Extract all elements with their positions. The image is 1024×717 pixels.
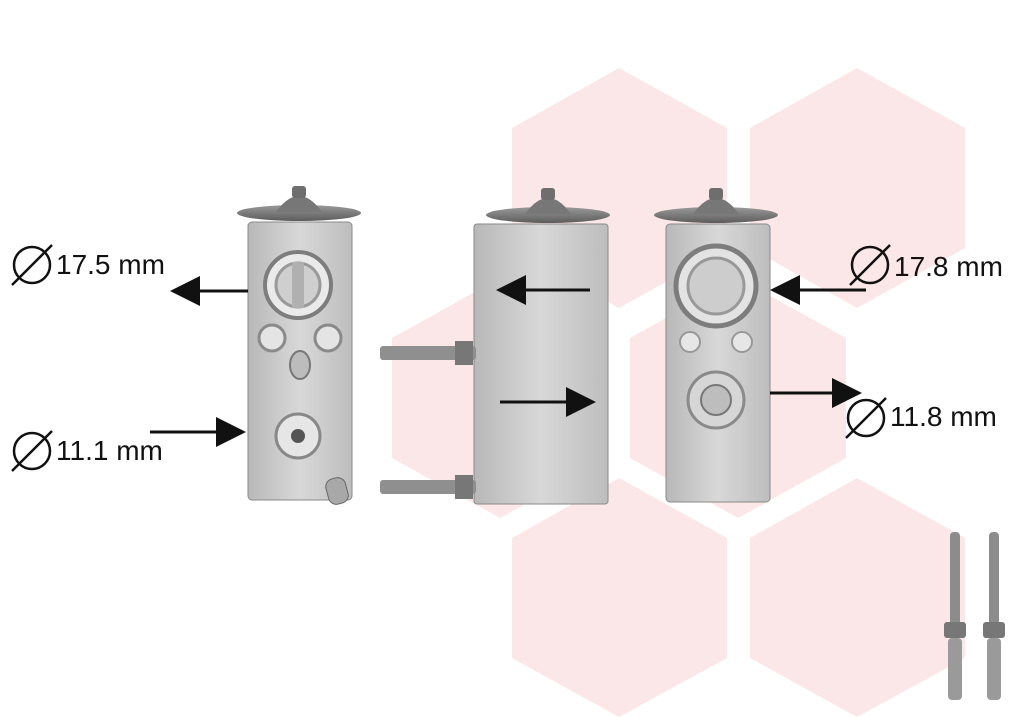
screws	[944, 532, 1005, 700]
diameter-symbol-icon	[11, 244, 53, 286]
diameter-symbol-icon	[849, 244, 891, 286]
valve-side-view	[380, 188, 610, 505]
dimension-label-left-top: 17.5 mm	[56, 249, 165, 280]
dimension-label-right-top: 17.8 mm	[894, 251, 1003, 282]
diameter-symbol-icon	[11, 430, 53, 472]
diameter-symbol-icon	[845, 397, 887, 439]
dimension-label-left-bottom: 11.1 mm	[56, 435, 163, 466]
dimension-label-right-bottom: 11.8 mm	[890, 401, 997, 432]
valve-left-view	[237, 186, 361, 505]
valve-right-view	[654, 188, 778, 503]
